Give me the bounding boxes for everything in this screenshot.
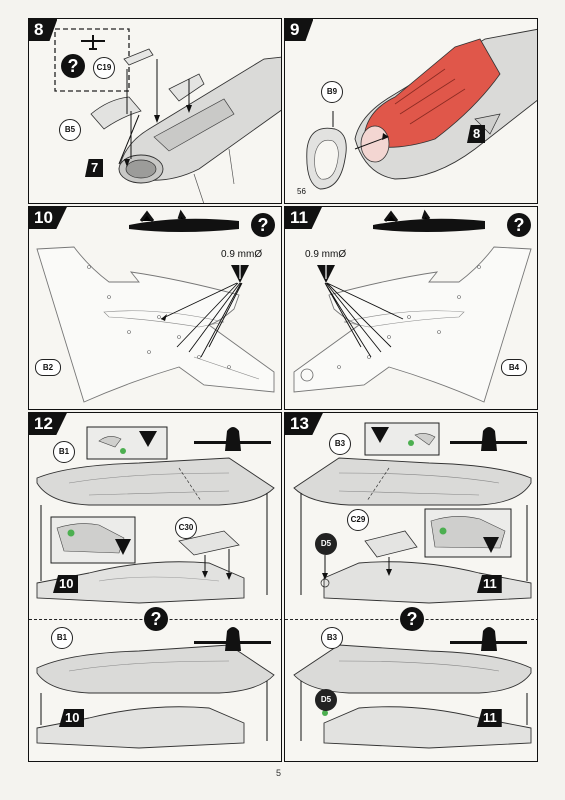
- drill-size-label: 0.9 mmØ: [305, 249, 347, 260]
- step-number: 9: [285, 19, 314, 41]
- question-mark-icon: ?: [61, 54, 85, 78]
- part-callout-c29: C29: [347, 509, 369, 531]
- step-number: 10: [29, 207, 67, 229]
- aircraft-front-silhouette-icon: [450, 427, 527, 451]
- part-callout-c30: C30: [175, 517, 197, 539]
- step-number: 11: [285, 207, 322, 229]
- part-callout-b9: B9: [321, 81, 343, 103]
- step-13-panel: 13: [284, 412, 538, 762]
- part-callout-b1: B1: [53, 441, 75, 463]
- step-flag-7: 7: [85, 159, 104, 177]
- step-11-drawing: [293, 209, 532, 403]
- step-10-drawing: [36, 209, 275, 403]
- drill-size-label: 0.9 mmØ: [221, 249, 263, 260]
- page-number: 5: [276, 768, 282, 778]
- step-8-panel: 8 ? C19 B5 7: [28, 18, 282, 204]
- step-12-drawing: [36, 426, 275, 749]
- aircraft-front-silhouette-icon: [194, 427, 271, 451]
- part-callout-b2: B2: [35, 359, 61, 376]
- aircraft-front-silhouette-icon: [450, 627, 527, 651]
- step-8-drawing: [54, 28, 281, 203]
- step-flag-11: 11: [477, 575, 502, 593]
- step-9-drawing: [306, 28, 537, 190]
- step-number: 13: [285, 413, 323, 435]
- step-flag-10-alt: 10: [59, 709, 85, 727]
- part-callout-b3: B3: [329, 433, 351, 455]
- step-flag-11-alt: 11: [477, 709, 502, 727]
- part-callout-b3-alt: B3: [321, 627, 343, 649]
- part-callout-c19: C19: [93, 57, 115, 79]
- question-mark-icon: ?: [251, 213, 275, 237]
- aircraft-front-silhouette-icon: [194, 627, 271, 651]
- step-12-panel: 12: [28, 412, 282, 762]
- question-mark-icon: ?: [507, 213, 531, 237]
- step-number: 12: [29, 413, 67, 435]
- drill-bit-icon: [317, 265, 335, 283]
- step-number: 8: [29, 19, 58, 41]
- part-callout-b4: B4: [501, 359, 527, 376]
- step-9-panel: 9 B9 56 8: [284, 18, 538, 204]
- part-callout-b1-alt: B1: [51, 627, 73, 649]
- question-mark-icon: ?: [400, 607, 424, 631]
- step-11-panel: 11 0.9 mmØ ? B4: [284, 206, 538, 410]
- part-callout-d5-alt: D5: [315, 689, 337, 711]
- drill-bit-icon: [231, 265, 249, 283]
- question-mark-icon: ?: [144, 607, 168, 631]
- aircraft-side-silhouette-icon: [373, 209, 485, 232]
- part-callout-b5: B5: [59, 119, 81, 141]
- step-flag-8: 8: [467, 125, 486, 143]
- step-13-drawing: [293, 422, 532, 749]
- step-10-panel: 10 0.9 mmØ ?: [28, 206, 282, 410]
- step-flag-10: 10: [53, 575, 79, 593]
- part-number-56: 56: [297, 187, 306, 196]
- part-callout-d5: D5: [315, 533, 337, 555]
- aircraft-side-silhouette-icon: [129, 209, 239, 232]
